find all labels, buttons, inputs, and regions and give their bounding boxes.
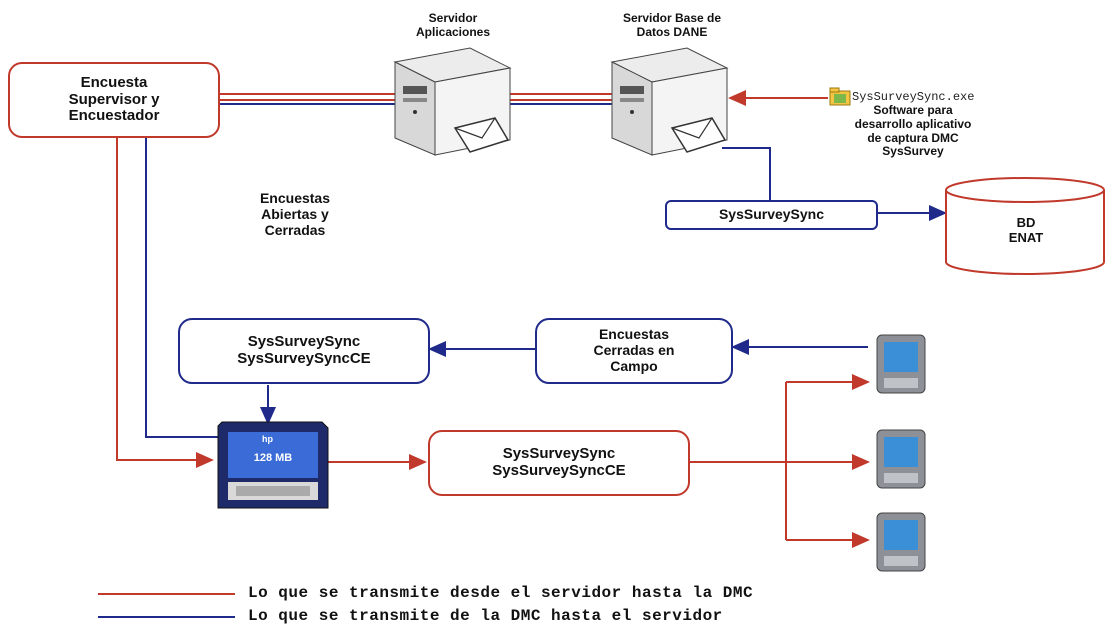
sd-card-capacity: 128 MB <box>253 452 293 464</box>
sd-card-brand: hp <box>262 434 273 444</box>
bd-enat-label: BD ENAT <box>1008 215 1044 245</box>
sync-top-box: SysSurveySync <box>665 200 878 230</box>
encuestas-abiertas-label: Encuestas Abiertas y Cerradas <box>259 190 331 239</box>
db-server-label: Servidor Base de Datos DANE <box>622 11 722 39</box>
db-to-sync-line <box>722 147 771 213</box>
encuesta-supervisor-box: Encuesta Supervisor y Encuestador <box>8 62 220 138</box>
pda-device-icon <box>876 334 926 394</box>
exe-file-label: SysSurveySync.exe <box>852 90 975 104</box>
blue-down-to-sd <box>145 137 222 438</box>
legend-blue-text: Lo que se transmite de la DMC hasta el s… <box>248 607 723 625</box>
cerradas-campo-box: Encuestas Cerradas en Campo <box>535 318 733 384</box>
sync-ce-mid-box: SysSurveySync SysSurveySyncCE <box>428 430 690 496</box>
pda-device-icon <box>876 429 926 489</box>
legend-red-text: Lo que se transmite desde el servidor ha… <box>248 584 754 602</box>
app-server-icon <box>393 47 512 156</box>
db-server-icon <box>610 47 729 156</box>
red-down-to-sd <box>116 137 214 468</box>
sd-card-icon <box>217 421 329 509</box>
software-note: Software para desarrollo aplicativo de c… <box>854 103 972 159</box>
sync-ce-left-box: SysSurveySync SysSurveySyncCE <box>178 318 430 384</box>
app-server-label: Servidor Aplicaciones <box>415 11 491 39</box>
pda-device-icon <box>876 512 926 572</box>
database-cylinder-icon <box>945 177 1105 275</box>
folder-icon <box>829 87 851 106</box>
